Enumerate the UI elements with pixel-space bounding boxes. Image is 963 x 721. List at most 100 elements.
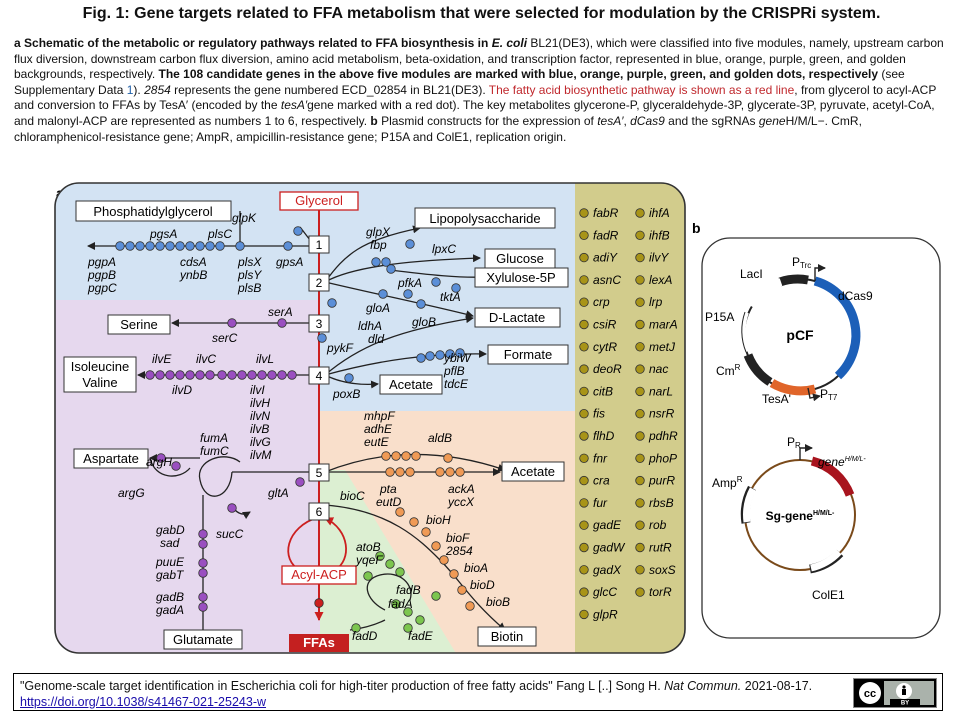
tf-gene-label: asnC	[593, 273, 621, 287]
gene-label: mhpF	[364, 409, 395, 423]
tf-gene-dot	[635, 297, 645, 307]
gene-dot	[409, 517, 419, 527]
gene-dot	[227, 503, 237, 513]
gene-dot	[235, 241, 245, 251]
gene-dot	[185, 370, 195, 380]
key-metabolite-3: 3	[308, 314, 330, 333]
dcas9-gene-bar	[813, 276, 861, 380]
gene-dot	[198, 592, 208, 602]
gene-dot	[198, 529, 208, 539]
gene-label: ilvM	[250, 448, 271, 462]
tf-gene-label: marA	[649, 318, 678, 332]
caption-text: , which were classified into five module…	[14, 36, 944, 82]
gene-dot	[198, 568, 208, 578]
gene-label: fadE	[408, 629, 434, 643]
tf-gene-dot	[579, 252, 589, 263]
tf-gene-label: fadR	[593, 228, 619, 242]
svg-text:Phosphatidylglycerol: Phosphatidylglycerol	[93, 204, 212, 219]
tf-gene-label: torR	[649, 585, 672, 599]
gene-dot	[267, 370, 277, 380]
gene-dot	[405, 239, 415, 249]
gene-label: bioB	[486, 595, 510, 609]
gene-label: fadB	[396, 583, 421, 597]
gene-label: ilvL	[256, 352, 274, 366]
tf-gene-dot	[579, 342, 589, 352]
gene-dot	[155, 370, 165, 380]
tf-gene-label: crp	[593, 295, 610, 309]
gene-dot	[155, 241, 165, 251]
gene-dot	[156, 453, 166, 463]
tf-gene-dot	[579, 409, 589, 419]
gene-dot	[217, 370, 227, 380]
metabolite-boxes: Glycerol Phosphatidylglycerol Lipopolysa…	[63, 191, 569, 652]
gene-label: pykF	[326, 341, 354, 355]
metabolite-acetate-1: Acetate	[379, 374, 443, 395]
gene-label: ybiW	[443, 351, 472, 365]
caption-text: gene	[758, 113, 786, 128]
tesa-label: TesA'	[762, 392, 791, 406]
gene-label: fumC	[200, 444, 229, 458]
gene-label: yqeF	[355, 553, 383, 567]
gene-label: ynbB	[179, 268, 207, 282]
caption-text: gene marked with a red dot). The key met…	[14, 98, 935, 128]
gene-dot	[293, 226, 303, 236]
doi-link[interactable]: https://doi.org/10.1038/s41467-021-25243…	[20, 695, 267, 709]
svg-text:Xylulose-5P: Xylulose-5P	[486, 270, 555, 285]
svg-text:Serine: Serine	[120, 317, 158, 332]
gene-dot	[378, 289, 388, 299]
gene-dot	[257, 370, 267, 380]
plasmid-sg-gene: Sg-geneH/M/L- PR geneH/M/L- AmpR ColE1	[712, 435, 866, 602]
gene-label: ilvB	[250, 422, 269, 436]
gene-dot	[175, 370, 185, 380]
panel-a-border	[54, 182, 686, 654]
tf-gene-label: ihfA	[649, 206, 670, 220]
cc-by-license-badge[interactable]: cc BY	[853, 678, 937, 708]
panel-b-border	[701, 237, 941, 639]
gene-dot	[431, 591, 441, 601]
ampr-label: AmpR	[712, 475, 743, 490]
gene-dot	[327, 298, 337, 308]
gene-label: pfkA	[397, 276, 422, 290]
gene-label: fbp	[370, 238, 387, 252]
gene-label: plsX	[237, 255, 262, 269]
caption-text: ,	[623, 113, 631, 128]
citation-box: "Genome-scale target identification in E…	[13, 673, 943, 711]
gene-label: plsC	[207, 227, 232, 241]
gene-dot	[237, 370, 247, 380]
gene-label: pta	[379, 482, 397, 496]
caption-text: and the sgRNAs	[664, 113, 759, 128]
gene-dot	[395, 507, 405, 517]
gene-dot	[295, 477, 305, 487]
gene-dot	[425, 351, 435, 361]
gene-dot	[195, 370, 205, 380]
gene-dot	[385, 559, 395, 569]
tf-gene-label: glpR	[593, 607, 618, 621]
panel-b-label: b	[692, 220, 701, 236]
tf-gene-dot	[635, 498, 645, 508]
key-metabolite-6: 6	[308, 502, 330, 521]
gene-label: tdcE	[444, 377, 469, 391]
gene-label: yccX	[447, 495, 475, 509]
tf-gene-dot	[579, 520, 589, 530]
gene-label: lpxC	[432, 242, 456, 256]
tf-gene-dot	[579, 230, 589, 241]
gene-dot	[205, 370, 215, 380]
cmr-gene-bar	[743, 353, 773, 386]
tf-gene-label: lrp	[649, 295, 663, 309]
supplementary-link[interactable]: 1	[126, 82, 134, 97]
svg-text:D-Lactate: D-Lactate	[489, 310, 545, 325]
caption-red-text: The fatty acid biosynthetic pathway is s…	[488, 82, 795, 97]
gene-dot	[247, 370, 257, 380]
metabolite-phosphatidylglycerol: Phosphatidylglycerol	[75, 200, 232, 222]
tf-gene-dot	[635, 587, 645, 597]
transcription-factor-module-bg	[575, 183, 685, 653]
svg-text:Glutamate: Glutamate	[173, 632, 233, 647]
tf-gene-label: ihfB	[649, 228, 670, 242]
tf-gene-dot	[579, 587, 589, 597]
caption-text: The 108 candidate genes in the above fiv…	[158, 67, 879, 82]
svg-text:Biotin: Biotin	[491, 629, 524, 644]
gene-dot	[198, 602, 208, 612]
gene-label: cdsA	[180, 255, 207, 269]
sg-gene-name: Sg-geneH/M/L-	[766, 509, 835, 523]
gene-dot	[403, 289, 413, 299]
